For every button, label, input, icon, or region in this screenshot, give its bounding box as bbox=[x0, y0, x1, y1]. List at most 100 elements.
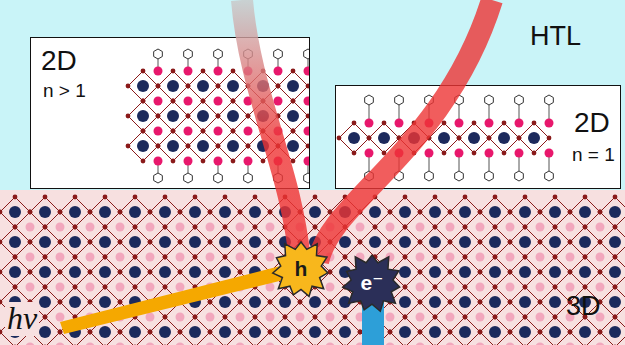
octahedron bbox=[600, 287, 625, 317]
atom bbox=[176, 283, 185, 292]
atom bbox=[154, 97, 163, 106]
atom bbox=[369, 296, 381, 308]
hole-burst: h bbox=[270, 238, 332, 300]
octahedron bbox=[218, 71, 248, 101]
octahedron bbox=[270, 197, 300, 227]
octahedron bbox=[510, 257, 540, 287]
octahedron bbox=[248, 71, 278, 101]
atom bbox=[386, 343, 395, 345]
octahedron bbox=[210, 197, 240, 227]
atom bbox=[156, 144, 161, 149]
octahedron bbox=[128, 101, 158, 131]
atom bbox=[231, 99, 236, 104]
atom bbox=[403, 225, 408, 230]
octahedron bbox=[90, 197, 120, 227]
atom bbox=[536, 223, 545, 232]
light-beam bbox=[60, 262, 300, 334]
atom bbox=[216, 84, 221, 89]
atom bbox=[506, 343, 515, 345]
atom bbox=[223, 255, 228, 260]
atom bbox=[43, 225, 48, 230]
atom bbox=[231, 99, 236, 104]
atom bbox=[538, 300, 543, 305]
atom bbox=[448, 330, 453, 335]
atom bbox=[433, 315, 438, 320]
atom bbox=[343, 195, 348, 200]
atom bbox=[227, 140, 239, 152]
atom bbox=[206, 313, 215, 322]
atom bbox=[429, 236, 441, 248]
octahedron bbox=[120, 317, 150, 345]
atom bbox=[283, 315, 288, 320]
atom bbox=[609, 236, 621, 248]
atom bbox=[459, 296, 471, 308]
atom bbox=[73, 225, 78, 230]
atom bbox=[43, 285, 48, 290]
atom bbox=[266, 313, 275, 322]
atom bbox=[216, 144, 221, 149]
atom bbox=[519, 206, 531, 218]
atom bbox=[493, 195, 498, 200]
atom bbox=[523, 315, 528, 320]
atom bbox=[163, 315, 168, 320]
atom bbox=[328, 270, 333, 275]
atom bbox=[283, 225, 288, 230]
octahedron bbox=[150, 287, 180, 317]
octahedron bbox=[300, 287, 330, 317]
atom bbox=[126, 84, 131, 89]
atom bbox=[472, 151, 477, 156]
atom bbox=[478, 240, 483, 245]
octahedron bbox=[390, 317, 420, 345]
atom bbox=[519, 236, 531, 248]
atom bbox=[73, 285, 78, 290]
atom bbox=[133, 285, 138, 290]
atom bbox=[476, 343, 485, 345]
atom bbox=[13, 225, 18, 230]
atom bbox=[208, 300, 213, 305]
atom bbox=[86, 343, 95, 345]
atom bbox=[489, 296, 501, 308]
atom bbox=[536, 313, 545, 322]
atom bbox=[598, 210, 603, 215]
atom bbox=[86, 313, 95, 322]
atom bbox=[208, 300, 213, 305]
atom bbox=[493, 285, 498, 290]
atom bbox=[418, 210, 423, 215]
atom bbox=[536, 343, 545, 345]
atom bbox=[487, 136, 492, 141]
atom bbox=[223, 225, 228, 230]
atom bbox=[519, 266, 531, 278]
atom bbox=[358, 210, 363, 215]
atom bbox=[236, 313, 245, 322]
octahedron bbox=[360, 287, 390, 317]
atom bbox=[553, 225, 558, 230]
atom bbox=[116, 343, 125, 345]
atom bbox=[388, 210, 393, 215]
atom bbox=[28, 210, 33, 215]
atom bbox=[246, 144, 251, 149]
octahedron bbox=[450, 227, 480, 257]
crystal-lattice bbox=[336, 86, 621, 189]
atom bbox=[178, 210, 183, 215]
atom bbox=[261, 129, 266, 134]
electron-path bbox=[362, 290, 384, 345]
atom bbox=[493, 225, 498, 230]
atom bbox=[148, 330, 153, 335]
atom bbox=[309, 266, 321, 278]
atom bbox=[442, 151, 447, 156]
atom bbox=[579, 266, 591, 278]
atom bbox=[9, 236, 21, 248]
atom bbox=[253, 315, 258, 320]
atom bbox=[118, 240, 123, 245]
atom bbox=[502, 151, 507, 156]
atom bbox=[613, 255, 618, 260]
octahedron bbox=[360, 317, 390, 345]
octahedron bbox=[489, 123, 519, 153]
atom bbox=[189, 236, 201, 248]
atom bbox=[238, 300, 243, 305]
atom bbox=[463, 315, 468, 320]
atom bbox=[508, 240, 513, 245]
octahedron bbox=[540, 197, 570, 227]
atom bbox=[88, 240, 93, 245]
